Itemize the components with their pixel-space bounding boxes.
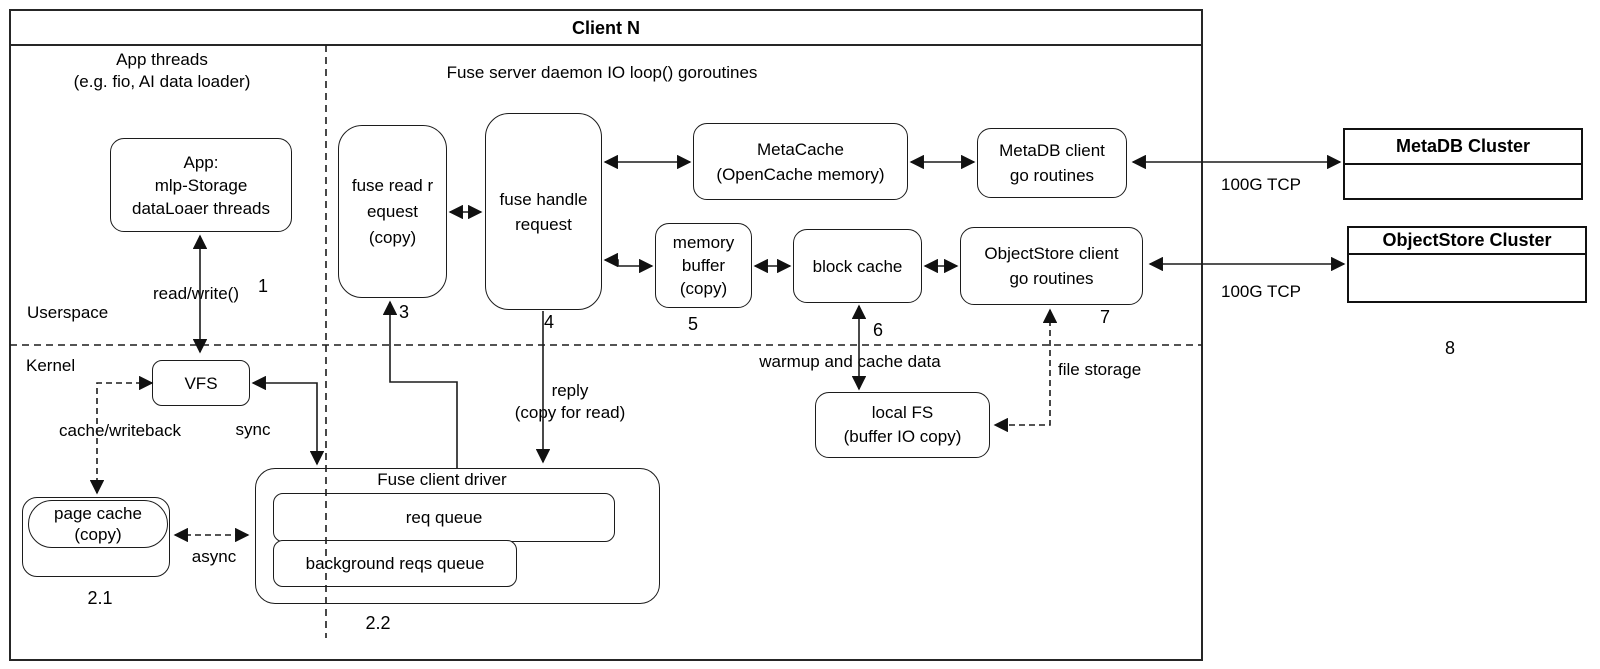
edge-label-file-storage: file storage <box>1058 360 1142 379</box>
node-local-fs: local FS (buffer IO copy) <box>815 392 990 458</box>
node-background-reqs-queue: background reqs queue <box>273 540 517 587</box>
edge-label-reply: reply (copy for read) <box>514 381 626 422</box>
node-objectstore-cluster: ObjectStore Cluster <box>1347 226 1587 303</box>
kernel-label: Kernel <box>26 356 76 375</box>
edge-label-100g-tcp-meta: 100G TCP <box>1220 175 1302 194</box>
app-threads-header: App threads (e.g. fio, AI data loader) <box>73 50 251 91</box>
node-metadb-cluster: MetaDB Cluster <box>1343 128 1583 200</box>
node-page-cache: page cache (copy) <box>28 500 168 548</box>
step-number-8: 8 <box>1444 338 1456 358</box>
arrow-handle-membuffer <box>603 252 654 274</box>
fuse-server-header: Fuse server daemon IO loop() goroutines <box>446 63 758 82</box>
step-number-1: 1 <box>257 276 269 296</box>
objectstore-cluster-body <box>1349 255 1585 301</box>
node-metacache: MetaCache (OpenCache memory) <box>693 123 908 200</box>
step-number-3: 3 <box>398 302 410 322</box>
node-app-threads-box: App: mlp-Storage dataLoaer threads <box>110 138 292 232</box>
node-objectstore-client: ObjectStore client go routines <box>960 227 1143 305</box>
client-box-title: Client N <box>571 18 641 38</box>
step-number-6: 6 <box>872 320 884 340</box>
step-number-4: 4 <box>543 312 555 332</box>
step-number-5: 5 <box>687 314 699 334</box>
node-fuse-handle-request: fuse handle request <box>485 113 602 310</box>
node-req-queue: req queue <box>273 493 615 542</box>
edge-label-100g-tcp-object: 100G TCP <box>1220 282 1302 301</box>
userspace-label: Userspace <box>27 303 109 322</box>
objectstore-cluster-title: ObjectStore Cluster <box>1349 228 1585 255</box>
step-number-7: 7 <box>1099 307 1111 327</box>
node-memory-buffer: memory buffer (copy) <box>655 223 752 308</box>
arrow-file-storage <box>993 308 1058 433</box>
edge-label-warmup: warmup and cache data <box>759 352 941 371</box>
edge-label-async: async <box>191 547 237 566</box>
metadb-cluster-body <box>1345 165 1581 198</box>
node-metadb-client: MetaDB client go routines <box>977 128 1127 198</box>
node-block-cache: block cache <box>793 229 922 303</box>
edge-label-sync: sync <box>235 420 271 439</box>
step-number-2-2: 2.2 <box>365 613 391 633</box>
metadb-cluster-title: MetaDB Cluster <box>1345 130 1581 165</box>
step-number-2-1: 2.1 <box>87 588 113 608</box>
node-vfs: VFS <box>152 360 250 406</box>
fuse-client-driver-label: Fuse client driver <box>377 470 507 489</box>
edge-label-read-write: read/write() <box>153 284 239 303</box>
node-fuse-read-request: fuse read r equest (copy) <box>338 125 447 298</box>
arrow-driver-to-fuse-read <box>382 300 458 468</box>
edge-label-cache-writeback: cache/writeback <box>59 421 181 440</box>
